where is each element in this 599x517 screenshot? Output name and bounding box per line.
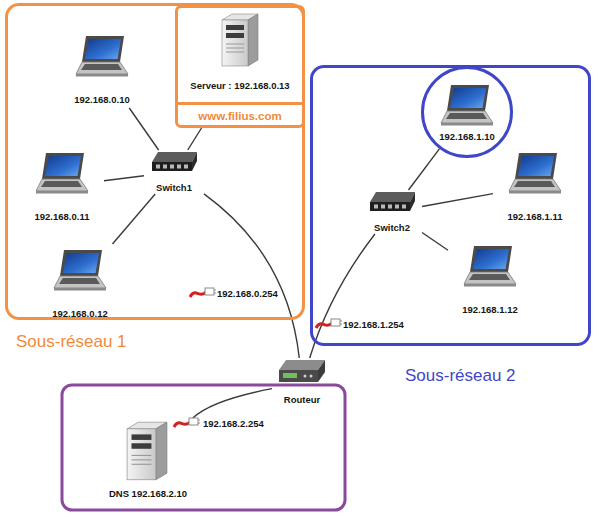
laptop-icon <box>34 151 90 195</box>
laptop-icon <box>52 248 108 292</box>
server-icon <box>122 420 172 482</box>
subnet-region: Sous-réseau 2192.168.1.10192.168.1.11Swi… <box>310 65 591 346</box>
laptop-node: 192.168.1.11 <box>493 147 577 225</box>
laptop-node: 192.168.1.12 <box>448 240 532 318</box>
device-label: DNS 192.168.2.10 <box>88 488 208 500</box>
dns-server-node: DNS 192.168.2.10 <box>88 418 208 502</box>
network-cable <box>193 389 272 418</box>
laptop-symbol <box>76 36 128 77</box>
network-cable <box>422 194 493 207</box>
domain-name: www.filius.com <box>178 102 302 123</box>
device-label: Serveur : 192.168.0.13 <box>178 80 302 92</box>
server-symbol <box>127 422 167 480</box>
server-box: Serveur : 192.168.0.13 www.filius.com <box>175 5 305 128</box>
device-label: 192.168.1.11 <box>493 211 577 223</box>
network-cable <box>409 149 440 190</box>
laptop-node: 192.168.0.12 <box>38 244 122 320</box>
cable-icon <box>190 288 216 297</box>
network-cable <box>204 194 299 358</box>
highlight-circle: 192.168.1.10 <box>421 66 513 158</box>
router-icon <box>277 358 327 386</box>
subnet-title: Sous-réseau 1 <box>16 332 216 352</box>
switch-icon <box>149 150 199 174</box>
laptop-icon <box>462 244 518 288</box>
device-label: 192.168.0.11 <box>20 211 104 223</box>
laptop-icon <box>507 151 563 195</box>
switch-icon <box>367 190 417 214</box>
interface-address: 192.168.0.254 <box>217 288 278 300</box>
network-cable <box>310 234 375 358</box>
switch-node: Switch2 <box>362 190 422 234</box>
device-label: 192.168.1.10 <box>424 131 510 143</box>
subnet-region: Sous-réseau 1192.168.0.10Serveur : 192.1… <box>5 3 305 320</box>
laptop-icon <box>74 34 130 78</box>
device-label: 192.168.0.10 <box>60 94 144 106</box>
router-symbol <box>279 360 325 382</box>
network-cable <box>112 194 155 244</box>
device-label: Routeur <box>272 394 332 406</box>
laptop-node: 192.168.0.10 <box>60 30 144 108</box>
laptop-symbol <box>54 250 106 291</box>
cable-icon <box>316 319 342 328</box>
server-icon <box>218 12 262 68</box>
device-label: Switch1 <box>144 182 204 194</box>
switch-symbol <box>152 152 197 171</box>
laptop-node: 192.168.0.11 <box>20 147 104 225</box>
switch-symbol <box>370 192 415 211</box>
device-label: 192.168.0.12 <box>38 308 122 320</box>
laptop-symbol <box>441 85 493 126</box>
network-cable <box>422 233 448 251</box>
interface-address: 192.168.2.254 <box>203 418 264 430</box>
switch-node: Switch1 <box>144 150 204 194</box>
cable-icon <box>174 418 200 427</box>
device-label: Switch2 <box>362 222 422 234</box>
router-node: Routeur <box>272 358 332 408</box>
network-cable <box>104 176 144 181</box>
laptop-symbol <box>464 246 516 287</box>
interface-address: 192.168.1.254 <box>343 319 404 331</box>
subnet-title: Sous-réseau 2 <box>405 366 599 386</box>
network-cable <box>129 108 158 150</box>
laptop-symbol <box>509 153 561 194</box>
laptop-icon <box>439 83 495 127</box>
subnet-frame <box>62 385 345 510</box>
laptop-symbol <box>36 153 88 194</box>
server-symbol <box>222 14 258 66</box>
device-label: 192.168.1.12 <box>448 304 532 316</box>
network-cable <box>188 128 202 150</box>
